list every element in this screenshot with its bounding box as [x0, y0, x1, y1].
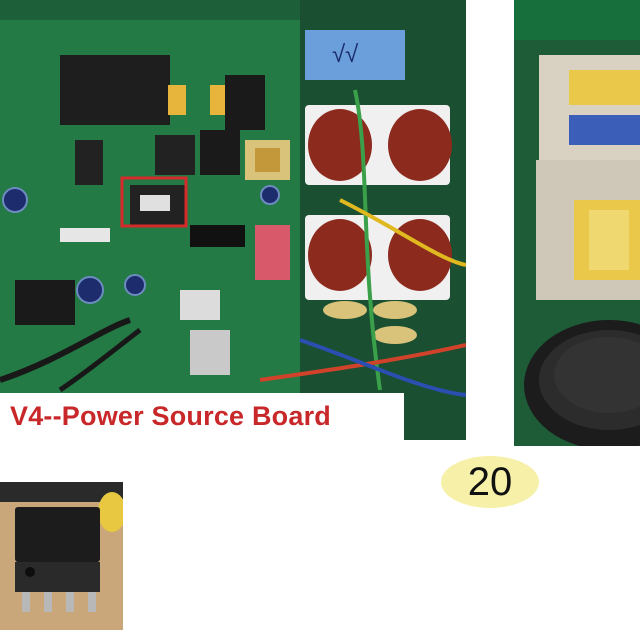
board-caption: V4--Power Source Board: [10, 401, 331, 431]
ic-chip-photo: [0, 482, 123, 630]
capacitor-label: √√: [332, 41, 359, 68]
relay-component: [60, 55, 170, 125]
caption-background: [0, 393, 404, 447]
page-number-highlight: [441, 456, 539, 508]
page-number: 20: [467, 460, 513, 504]
power-board-illustration: √√: [0, 0, 466, 440]
ic-chip-illustration: [0, 482, 123, 630]
transformer-photo: [514, 0, 640, 446]
power-board-photo: √√: [0, 0, 466, 440]
highlight-box: [120, 176, 188, 228]
transformer-illustration: [514, 0, 640, 446]
x-capacitor: [305, 30, 405, 80]
